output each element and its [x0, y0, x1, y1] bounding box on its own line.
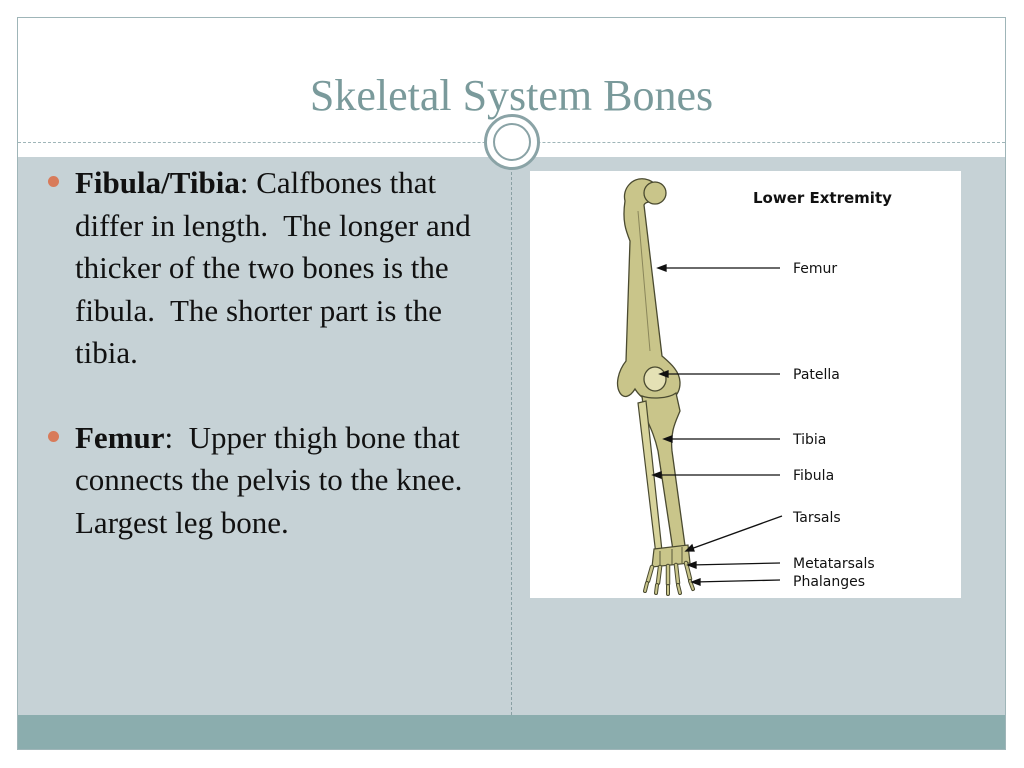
label-fibula: Fibula	[793, 468, 834, 484]
bullet-list: Fibula/Tibia: Calfbones that differ in l…	[48, 162, 488, 586]
lower-extremity-diagram: Lower Extremity Femur Patella Tibia Fibu…	[530, 171, 961, 598]
bullet-term: Femur	[75, 419, 165, 455]
tarsals-pointer	[687, 515, 783, 551]
label-femur: Femur	[793, 261, 837, 277]
bullet-dot-icon	[48, 430, 59, 442]
phalanges-pointer	[693, 579, 781, 583]
label-metatarsals: Metatarsals	[793, 556, 875, 572]
patella-bone	[643, 366, 667, 392]
bullet-dot-icon	[48, 176, 59, 187]
metatarsals-bones	[645, 560, 693, 587]
circle-ornament-icon	[484, 114, 540, 170]
bullet-term: Fibula/Tibia	[75, 165, 240, 200]
metatarsals-pointer	[689, 562, 781, 566]
phalanges-bones	[643, 579, 695, 596]
diagram-heading: Lower Extremity	[753, 189, 892, 207]
tarsals-bones	[651, 544, 691, 568]
column-divider	[511, 157, 512, 715]
bullet-separator: :	[164, 419, 174, 455]
slide-title: Skeletal System Bones	[309, 71, 714, 120]
lower-extremity-svg: Lower Extremity Femur Patella Tibia Fibu…	[616, 178, 892, 596]
bullet-item-femur: Femur: Upper thigh bone that connects th…	[48, 417, 488, 545]
bullet-text: Calfbones that differ in length. The lon…	[75, 165, 471, 370]
bullet-text: Upper thigh bone that connects the pelvi…	[75, 419, 471, 540]
bullet-item-fibula-tibia: Fibula/Tibia: Calfbones that differ in l…	[48, 162, 488, 375]
label-phalanges: Phalanges	[793, 574, 865, 590]
footer-bar	[18, 715, 1005, 749]
pointer-lines	[651, 264, 783, 586]
label-tarsals: Tarsals	[792, 510, 841, 526]
bullet-separator: :	[239, 165, 249, 200]
label-patella: Patella	[793, 367, 840, 383]
label-tibia: Tibia	[792, 432, 826, 448]
